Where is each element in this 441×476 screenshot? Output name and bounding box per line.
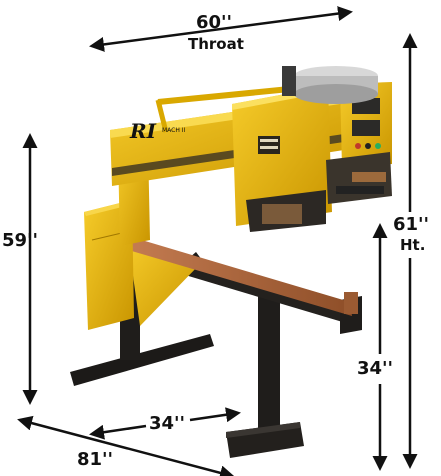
table-height-value: 34'' [357, 358, 394, 379]
throat-arrow [89, 6, 353, 52]
length-arrow [17, 415, 235, 476]
dimension-arrows [17, 6, 418, 476]
left-height-value: 59'' [2, 230, 39, 251]
model-label: MACH II [162, 127, 186, 134]
side-mechanism [326, 152, 392, 204]
throat-dimension-value: 60'' [196, 12, 233, 33]
weld-head-cabinet [232, 86, 332, 232]
brand-logo: RI [129, 119, 157, 143]
panel-badge [258, 136, 280, 154]
overall-length-value: 81'' [77, 449, 114, 470]
base-depth-arrow-right [189, 407, 241, 423]
base-depth-value: 34'' [149, 413, 186, 434]
right-height-value: 61'' [393, 214, 430, 235]
base-depth-arrow-left [89, 424, 147, 440]
right-height-label: Ht. [400, 236, 426, 254]
top-motor [282, 66, 378, 104]
throat-dimension-label: Throat [188, 35, 244, 53]
